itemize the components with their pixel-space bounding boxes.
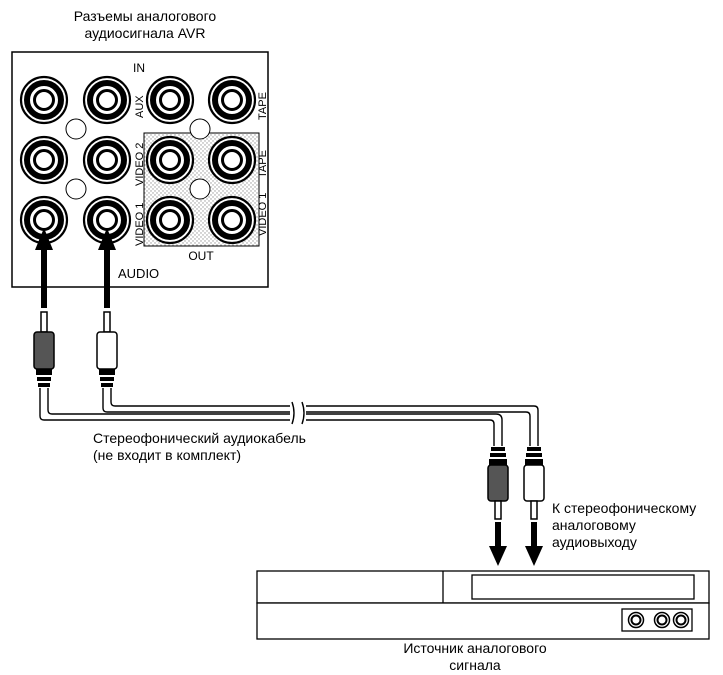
down-arrow-left	[489, 522, 507, 566]
mount-hole	[65, 178, 87, 200]
cable-break	[301, 401, 305, 425]
aux-label: AUX	[134, 95, 146, 118]
up-arrow-left	[35, 228, 53, 308]
mount-hole	[65, 118, 87, 140]
jack-video1-out-right	[209, 197, 255, 243]
panel-title-line2: аудиосигнала AVR	[84, 25, 206, 41]
source-label-line1: Источник аналогового	[403, 640, 547, 656]
panel-title: Разъемы аналогового аудиосигнала AVR	[45, 8, 245, 42]
plug-white-source	[523, 447, 545, 520]
jack-tape-in	[209, 77, 255, 123]
source-device	[256, 570, 710, 640]
jack-aux-right	[147, 77, 193, 123]
source-label-line2: сигнала	[449, 657, 501, 673]
output-label-line3: аудиовыходу	[552, 534, 637, 550]
panel-title-line1: Разъемы аналогового	[73, 8, 217, 24]
output-label-line1: К стереофоническому	[552, 500, 697, 516]
in-label: IN	[133, 61, 145, 75]
cable-label: Стереофонический аудиокабель (не входит …	[93, 430, 306, 464]
plug-dark-left	[33, 311, 55, 387]
jack-tape-out-left	[147, 137, 193, 183]
mount-hole	[189, 178, 211, 200]
output-label: К стереофоническому аналоговому аудиовых…	[552, 500, 696, 551]
video2-label: VIDEO 2	[134, 143, 146, 186]
output-label-line2: аналоговому	[552, 517, 636, 533]
tape-out-label: TAPE	[257, 150, 269, 178]
stereo-cable	[39, 388, 539, 446]
cable-break	[291, 401, 295, 425]
source-label: Источник аналогового сигнала	[375, 640, 575, 674]
plug-dark-source	[487, 447, 509, 520]
video1-in-label: VIDEO 1	[134, 203, 146, 246]
plug-white-right	[96, 311, 118, 387]
jack-aux-left	[84, 77, 130, 123]
jack-cd-left	[21, 77, 67, 123]
out-label: OUT	[188, 249, 214, 263]
cable-label-line2: (не входит в комплект)	[93, 447, 242, 463]
mount-hole	[189, 118, 211, 140]
tape-in-label: TAPE	[257, 92, 269, 120]
down-arrow-right	[525, 522, 543, 566]
jack-tape-out-right	[209, 137, 255, 183]
cable-label-line1: Стереофонический аудиокабель	[93, 430, 306, 446]
jack-video1-out-left	[147, 197, 193, 243]
jack-video2-right	[84, 137, 130, 183]
jack-video2-left	[21, 137, 67, 183]
video1-out-label: VIDEO 1	[257, 193, 269, 236]
up-arrow-right	[98, 228, 116, 308]
audio-label: AUDIO	[118, 266, 159, 281]
